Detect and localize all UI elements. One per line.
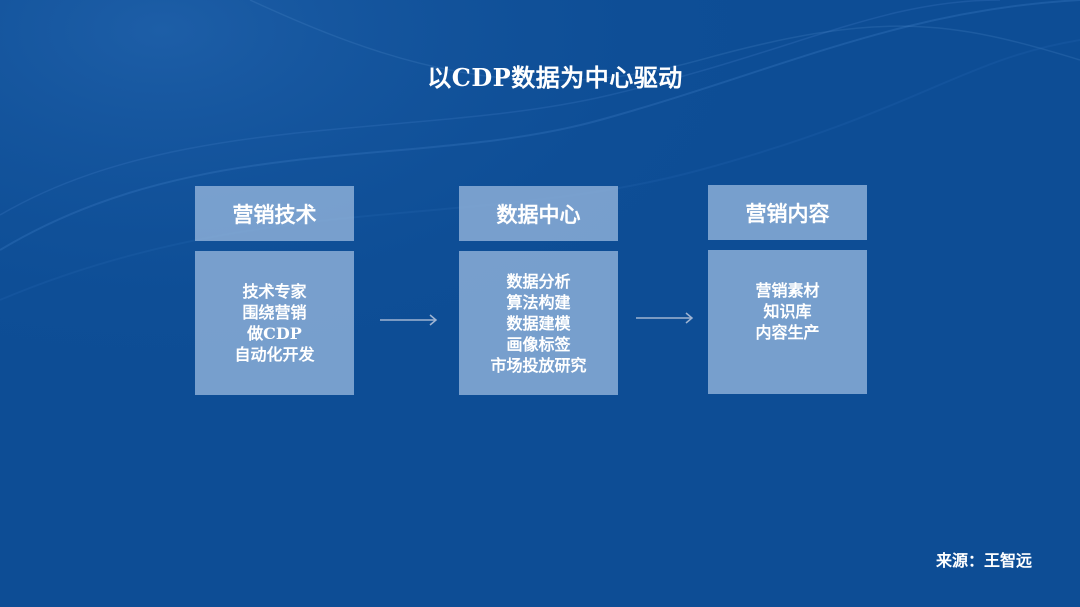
marketing-tech-item: 技术专家 [242,282,307,301]
marketing-tech-item: 围绕营销 [242,303,307,322]
slide-title: 以CDP数据为中心驱动 [427,63,683,92]
arrow-right-icon [380,314,438,326]
data-center-item: 数据建模 [506,313,571,333]
data-center-item: 画像标签 [506,334,571,354]
marketing-content-item: 知识库 [763,302,812,321]
source-credit: 来源：王智远 [935,551,1032,570]
body-data-center: 数据分析 算法构建 数据建模 画像标签 市场投放研究 [459,251,618,395]
arrow-right-icon [636,312,694,324]
data-center-item: 算法构建 [506,292,571,312]
marketing-tech-item: 自动化开发 [234,345,315,364]
header-marketing-content: 营销内容 [708,185,867,240]
data-center-item: 市场投放研究 [490,355,587,375]
marketing-content-item: 内容生产 [755,323,820,342]
header-data-center: 数据中心 [459,186,618,241]
body-marketing-content: 营销素材 知识库 内容生产 [708,250,867,394]
marketing-content-item: 营销素材 [755,281,820,300]
data-center-item: 数据分析 [506,271,571,291]
body-marketing-tech: 技术专家 围绕营销 做CDP 自动化开发 [195,251,354,395]
header-marketing-tech: 营销技术 [195,186,354,241]
marketing-tech-item: 做CDP [247,324,302,343]
